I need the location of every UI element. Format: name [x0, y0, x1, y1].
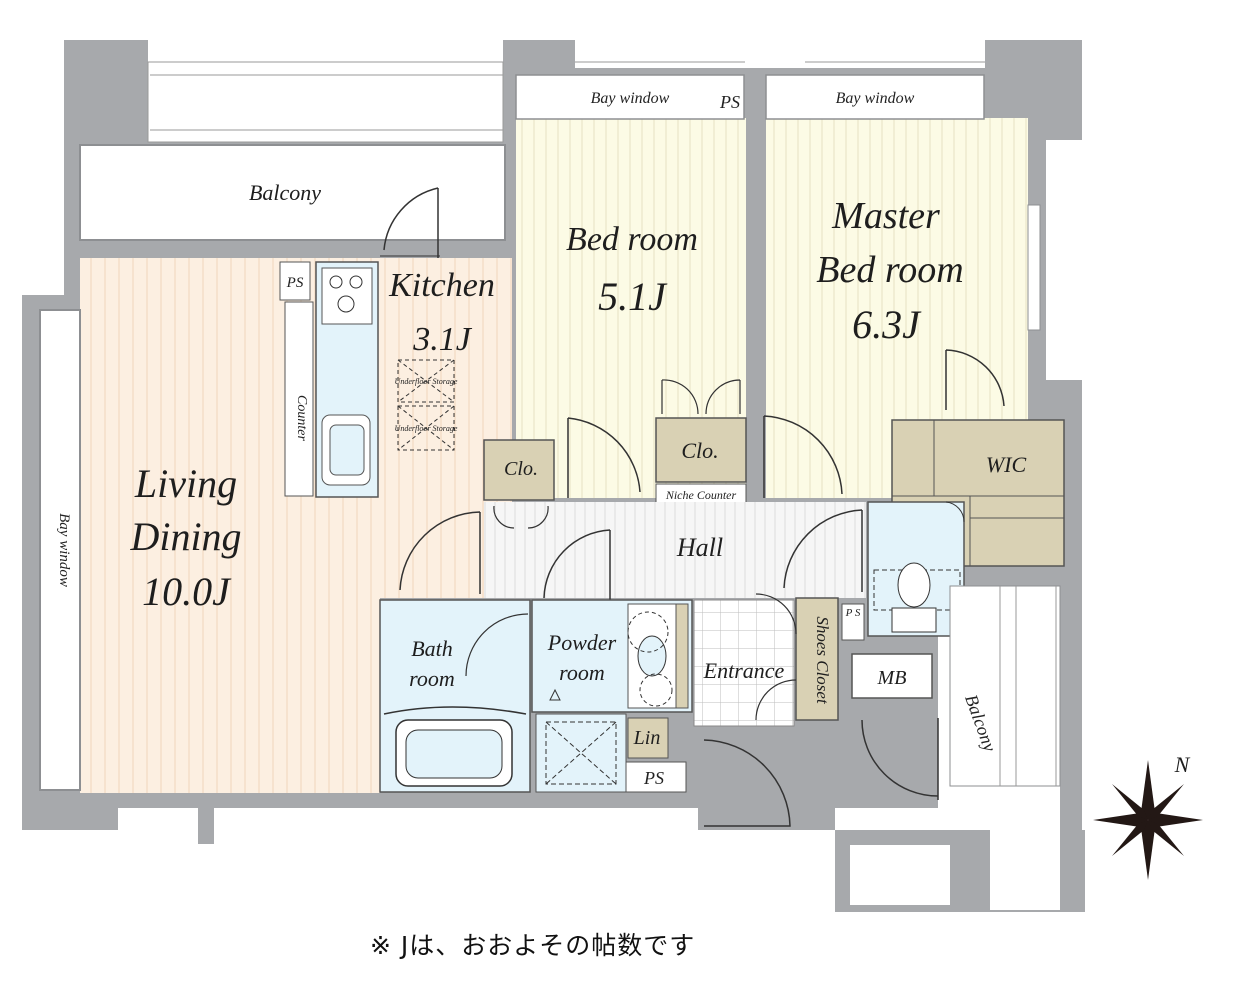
master-label-2: Bed room [816, 249, 963, 291]
hall-label: Hall [676, 533, 723, 562]
ps-entrance-label: P S [845, 607, 861, 619]
master-label-1: Master [831, 195, 940, 237]
wic-label: WIC [986, 452, 1027, 477]
bay-window-left-label: Bay window [56, 513, 72, 587]
hall: Clo. Hall [399, 439, 866, 600]
kitchen: PS Counter Underfloor Storage Underfloor… [279, 187, 495, 498]
balcony-top-label: Balcony [249, 180, 321, 205]
bath-label-1: Bath [411, 636, 453, 661]
compass-icon: N [1093, 752, 1203, 880]
clo-bed-label: Clo. [681, 438, 718, 463]
ps-kitchen-label: PS [286, 275, 304, 291]
underfloor-storage-2: Underfloor Storage [395, 424, 458, 433]
powder-label-2: room [559, 660, 605, 685]
bay-window-master-label: Bay window [836, 90, 915, 107]
counter-label: Counter [294, 395, 309, 441]
living-label-1: Living [134, 461, 237, 506]
bath-room: Bath room [379, 599, 531, 793]
ps-top-label: PS [719, 92, 740, 112]
bay-window-bed-label: Bay window [591, 90, 670, 107]
underfloor-storage-1: Underfloor Storage [395, 377, 458, 386]
mb-label: MB [877, 667, 907, 689]
ps-bath-label: PS [643, 768, 664, 788]
master-size: 6.3J [852, 302, 922, 347]
bedroom-label: Bed room [566, 221, 698, 258]
living-label-2: Dining [129, 514, 241, 559]
lin-label: Lin [633, 727, 661, 749]
compass-north-label: N [1174, 752, 1191, 777]
bedroom: Bay window PS Bed room 5.1J Clo. Niche C… [515, 61, 747, 505]
living-dining: Living Dining 10.0J [80, 258, 512, 793]
clo-left-label: Clo. [504, 458, 538, 480]
shoes-closet-label: Shoes Closet [813, 616, 832, 705]
entrance: Entrance Shoes Closet [693, 593, 839, 827]
kitchen-label: Kitchen [388, 267, 495, 304]
entrance-label: Entrance [703, 658, 785, 683]
bath-label-2: room [409, 666, 455, 691]
niche-counter-label: Niche Counter [665, 488, 737, 502]
powder-label-1: Powder [547, 630, 617, 655]
master-bedroom: Bay window Master Bed room 6.3J WIC [763, 61, 1065, 567]
bedroom-size: 5.1J [598, 274, 668, 319]
area-note: ※ Jは、おおよその帖数です [370, 931, 696, 960]
powder-room: Powder room Lin PS [531, 599, 693, 793]
meter-box: MB [851, 653, 939, 800]
toilet: P S [841, 501, 965, 641]
kitchen-size: 3.1J [412, 321, 473, 358]
balcony-right: Balcony [949, 585, 1061, 787]
balcony-top: Balcony [79, 61, 506, 241]
bay-window-left: Bay window [39, 309, 81, 791]
living-size: 10.0J [142, 569, 232, 614]
